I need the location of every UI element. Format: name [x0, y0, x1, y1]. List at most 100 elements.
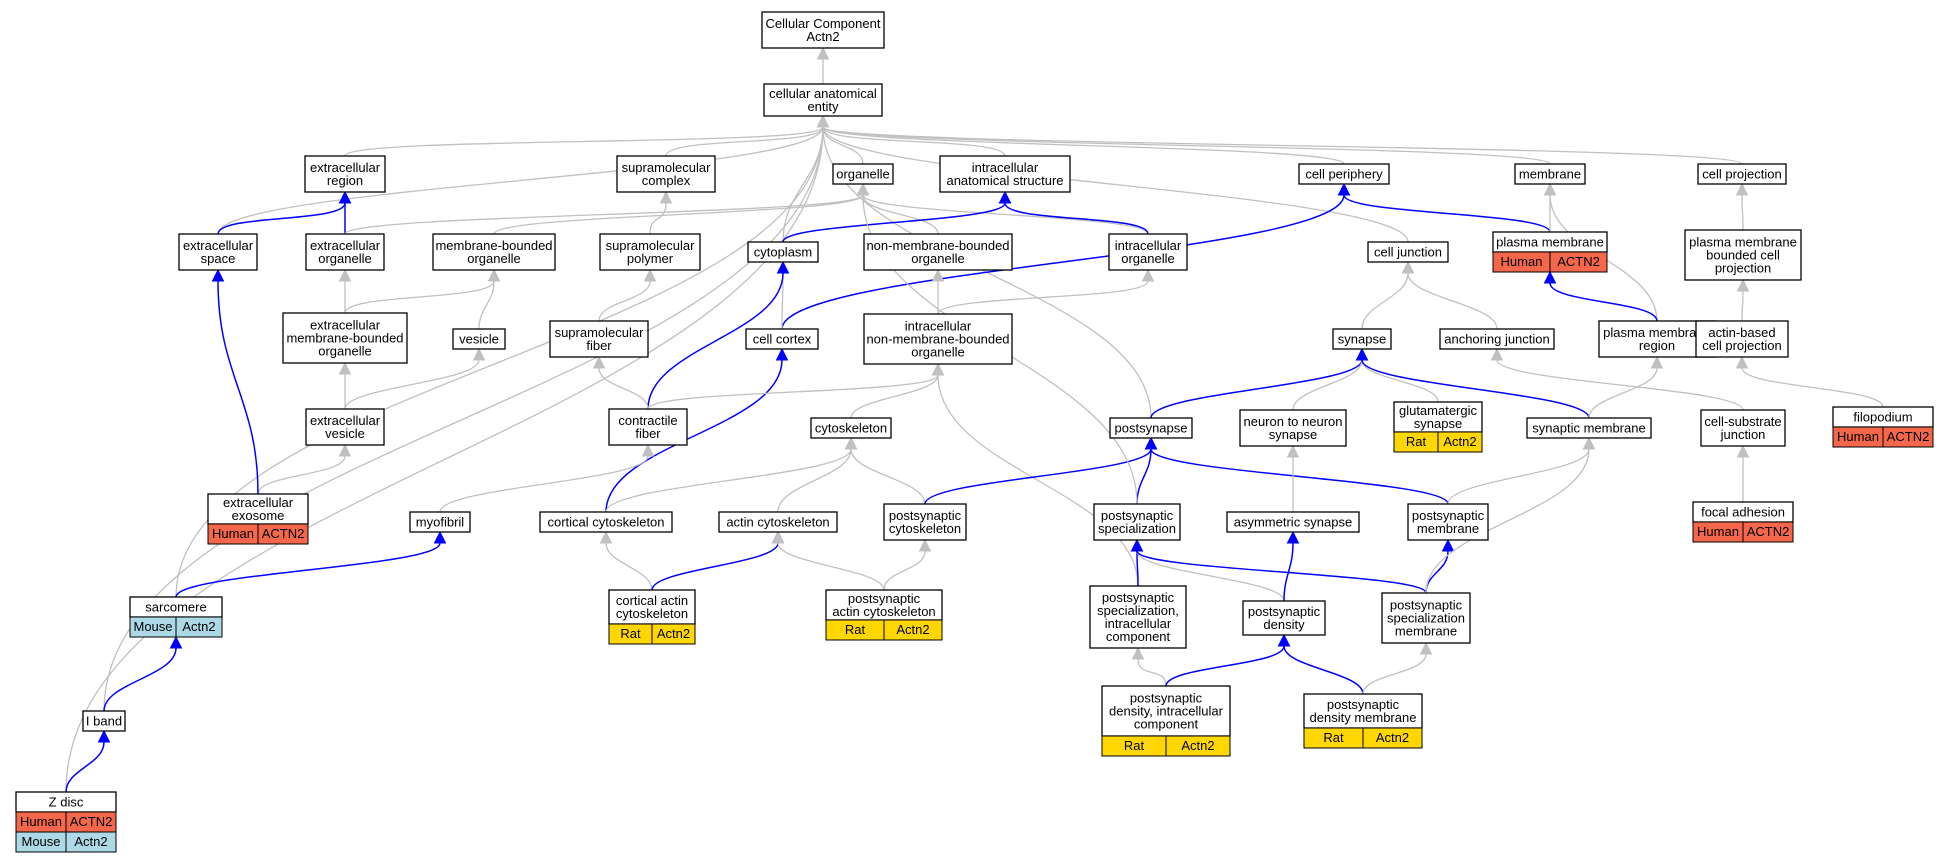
- arrowhead-iband-to-sarcomere: [169, 635, 183, 649]
- node-cellcortex[interactable]: cell cortex: [745, 328, 819, 350]
- node-box: [1108, 233, 1188, 271]
- node-box: [1242, 600, 1326, 636]
- node-cytoskel[interactable]: cytoskeleton: [810, 417, 892, 439]
- node-box: [1526, 417, 1652, 439]
- node-membrane[interactable]: membrane: [1514, 163, 1586, 185]
- node-synmem[interactable]: synaptic membrane: [1526, 417, 1652, 439]
- node-label-line: I band: [86, 714, 122, 729]
- node-cellper[interactable]: cell periphery: [1298, 163, 1390, 185]
- node-celljunc[interactable]: cell junction: [1367, 241, 1449, 263]
- node-corticalcs[interactable]: cortical cytoskeleton: [539, 511, 673, 533]
- species-label: Mouse: [21, 834, 60, 849]
- node-label-line: organelle: [467, 251, 521, 266]
- node-label-line: region: [327, 173, 363, 188]
- node-box: [718, 511, 838, 533]
- node-box: [608, 408, 688, 446]
- node-cytoplasm[interactable]: cytoplasm: [747, 241, 819, 263]
- node-box: [282, 312, 408, 364]
- node-synapse[interactable]: synapse: [1332, 328, 1392, 350]
- edge-actincp-to-pmbcp: [1741, 290, 1744, 322]
- species-label: Mouse: [133, 619, 172, 634]
- gene-label: Actn2: [1376, 730, 1409, 745]
- edge-psd-to-psspec: [1136, 550, 1285, 602]
- arrowhead-zdisc-to-iband: [97, 729, 111, 743]
- edge-exosome-to-extspace: [217, 280, 259, 495]
- node-box: [1700, 409, 1786, 447]
- edge-cacs-to-actincs: [651, 542, 779, 591]
- node-organelle[interactable]: organelle: [832, 163, 894, 185]
- node-postsyn[interactable]: postsynapse: [1109, 417, 1193, 439]
- arrowhead-extves-to-extmbo: [338, 361, 352, 375]
- node-label-line: neuron to neuron: [1243, 414, 1342, 429]
- node-label-line: sarcomere: [145, 600, 206, 615]
- node-label-line: actin cytoskeleton: [832, 604, 935, 619]
- node-vesicle[interactable]: vesicle: [452, 328, 506, 350]
- gene-label: Actn2: [1181, 738, 1214, 753]
- node-label-line: postsynaptic: [1327, 697, 1400, 712]
- node-box: [305, 233, 385, 271]
- node-box: [1226, 511, 1360, 533]
- edge-psspec-to-postsyn: [1136, 448, 1152, 505]
- node-label-line: organelle: [911, 345, 965, 360]
- node-box: [1089, 585, 1187, 649]
- node-label-line: plasma membrane: [1496, 235, 1604, 250]
- node-box: [1332, 328, 1392, 350]
- node-box: [549, 320, 649, 358]
- node-box: [432, 233, 556, 271]
- node-label-line: bounded cell: [1706, 248, 1780, 263]
- node-cellproj[interactable]: cell projection: [1697, 163, 1787, 185]
- node-myofibril[interactable]: myofibril: [409, 511, 471, 533]
- node-pssic[interactable]: postsynapticspecialization,intracellular…: [1089, 585, 1187, 649]
- node-inmbo[interactable]: intracellularnon-membrane-boundedorganel…: [863, 313, 1013, 365]
- arrowhead-pssm-to-psspec: [1130, 538, 1144, 552]
- node-asymsyn[interactable]: asymmetric synapse: [1226, 511, 1360, 533]
- edge-celljunc-to-cae: [822, 126, 1409, 243]
- node-actincs[interactable]: actin cytoskeleton: [718, 511, 838, 533]
- node-label-line: polymer: [627, 251, 674, 266]
- node-box: [1439, 328, 1555, 350]
- arrowhead-asymsyn-to-n2n: [1286, 444, 1300, 458]
- arrowhead-cae-to-root: [816, 46, 830, 60]
- node-iband[interactable]: I band: [82, 710, 126, 732]
- edge-contrfib-to-cytoplasm: [647, 272, 784, 410]
- species-label: Human: [1501, 254, 1543, 269]
- gene-cell: [1437, 431, 1483, 453]
- node-anchjunc[interactable]: anchoring junction: [1439, 328, 1555, 350]
- node-label-line: extracellular: [223, 495, 294, 510]
